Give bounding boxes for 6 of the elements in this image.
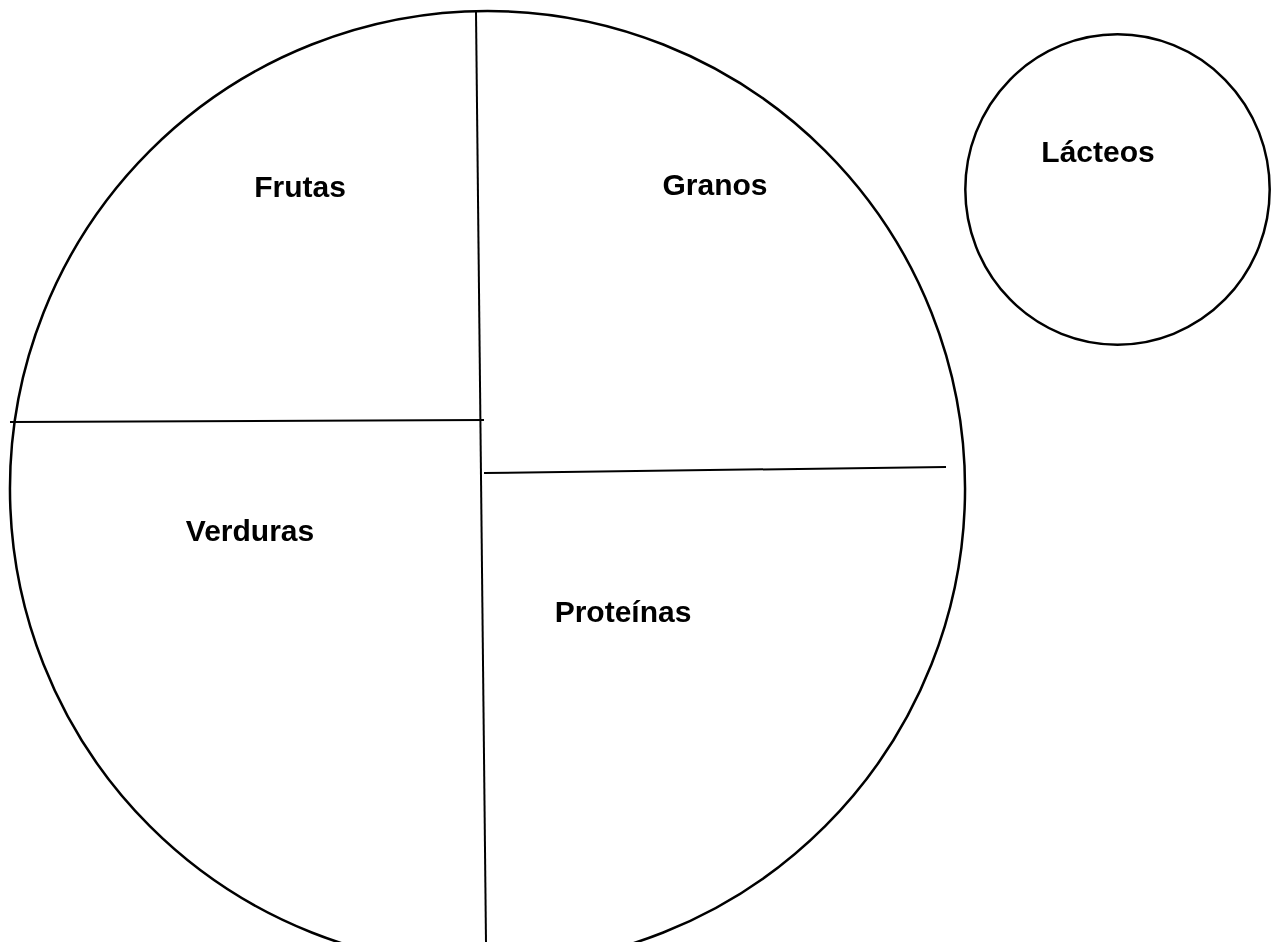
circle-label: Lácteos bbox=[1041, 134, 1155, 171]
section-label: Frutas bbox=[254, 168, 346, 206]
section-label: Verduras bbox=[185, 512, 315, 550]
section-label: Proteínas bbox=[554, 593, 692, 631]
section-label: Granos bbox=[662, 166, 768, 204]
side-circle bbox=[965, 34, 1270, 345]
